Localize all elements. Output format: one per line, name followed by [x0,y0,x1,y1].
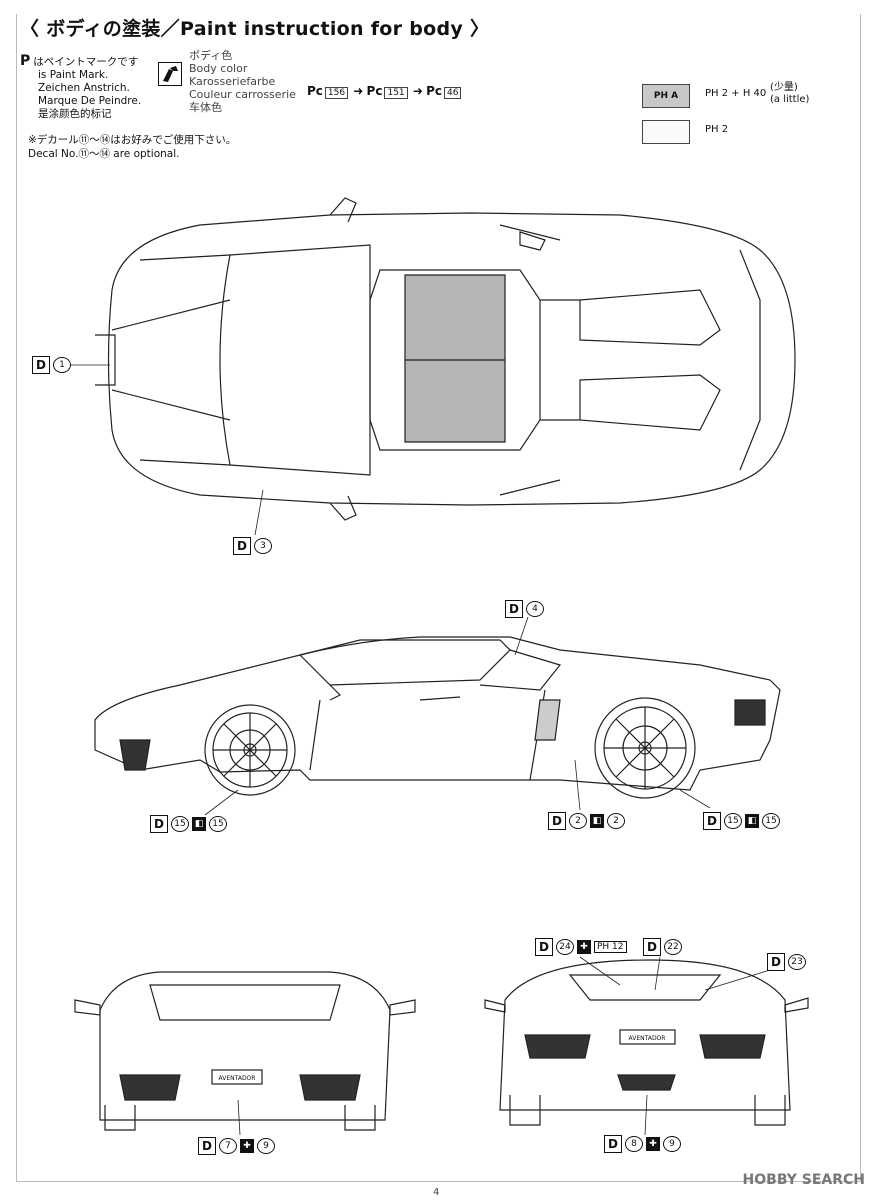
color-swatch-ph2 [642,120,690,144]
swatch-pha-note: (少量) (a little) [770,82,809,106]
top-view-drawing [95,197,796,521]
pc-prefix: Pc [307,84,323,98]
paint-number: 46 [444,87,462,99]
swatch-note: (少量) [770,82,798,93]
paint-mark-line: はペイントマークです [33,56,139,68]
decal-icon: D [767,953,785,971]
part-number: 9 [257,1138,275,1154]
rear-view-drawing [484,959,809,1126]
decal-note-en: Decal No.⑪〜⑭ are optional. [28,148,180,160]
decal-icon: D [233,537,251,555]
pc-prefix: Pc [366,84,383,98]
callout-leaders [70,364,771,1136]
decal-icon: D [505,600,523,618]
part-number: 15 [171,816,189,832]
decal-icon: D [150,815,168,833]
part-number: 9 [663,1136,681,1152]
swatch-note: (a little) [770,94,810,105]
body-color-label: Body color [189,62,248,75]
paint-mark-line: Zeichen Anstrich. [38,82,130,94]
part-number: 2 [569,813,587,829]
flip-icon: ◧ [192,817,206,831]
paint-code: PH 12 [594,941,627,953]
part-number: 1 [53,357,71,373]
part-number: 7 [219,1138,237,1154]
pc-prefix: Pc [426,84,443,98]
paint-number: 156 [324,87,349,99]
decal-icon: D [548,812,566,830]
decal-icon: D [32,356,50,374]
part-number: 2 [607,813,625,829]
spray-gun-icon [158,62,182,86]
rear-wheel-drawing [594,697,696,799]
decal-icon: D [535,938,553,956]
paint-mark-line: Marque De Peindre. [38,95,142,107]
decal-icon: D [604,1135,622,1153]
cross-icon: ✚ [577,940,591,954]
front-plate: AVENTADOR [219,1075,256,1082]
paint-number: 151 [384,87,408,99]
part-number: 22 [664,939,682,955]
color-swatch-pha: PH A [642,84,690,108]
part-number: 15 [762,813,780,829]
rear-plate: AVENTADOR [629,1035,666,1042]
swatch-pha-recipe: PH 2 + H 40 [705,88,766,99]
side-view-drawing [94,636,781,791]
part-number: 4 [526,601,544,617]
cross-icon: ✚ [646,1137,660,1151]
decal-note-jp: ※デカール⑪〜⑭はお好みでご使用下さい。 [28,134,237,146]
body-color-label: Couleur carrosserie [189,88,296,101]
body-color-label: 车体色 [189,101,222,114]
body-color-label: Karosseriefarbe [189,75,276,88]
paint-mark-line: is Paint Mark. [38,69,109,81]
part-number: 15 [209,816,227,832]
front-wheel-drawing [204,704,296,796]
arrow-icon: ➜ [412,84,423,98]
watermark: HOBBY SEARCH [742,1172,865,1188]
decal-note: ※デカール⑪〜⑭はお好みでご使用下さい。 Decal No.⑪〜⑭ are op… [28,133,236,161]
front-view-drawing [74,971,416,1131]
page-title: 〈 ボディの塗装／Paint instruction for body 〉 [20,18,490,40]
cross-icon: ✚ [240,1139,254,1153]
flip-icon: ◧ [590,814,604,828]
body-color-label: ボディ色 [189,49,233,62]
decal-icon: D [643,938,661,956]
paint-mark-icon: P [20,53,31,69]
part-number: 24 [556,939,574,955]
page-border [16,14,861,1182]
decal-icon: D [198,1137,216,1155]
arrow-icon: ➜ [353,84,364,98]
page-number: 4 [433,1187,440,1198]
part-number: 15 [724,813,742,829]
paint-mark-line: 是涂颜色的标记 [38,108,112,120]
part-number: 23 [788,954,806,970]
swatch-recipe-text: PH 2 + H 40 [705,88,767,99]
flip-icon: ◧ [745,814,759,828]
decal-icon: D [703,812,721,830]
part-number: 8 [625,1136,643,1152]
swatch-ph2-recipe: PH 2 [705,124,729,135]
part-number: 3 [254,538,272,554]
